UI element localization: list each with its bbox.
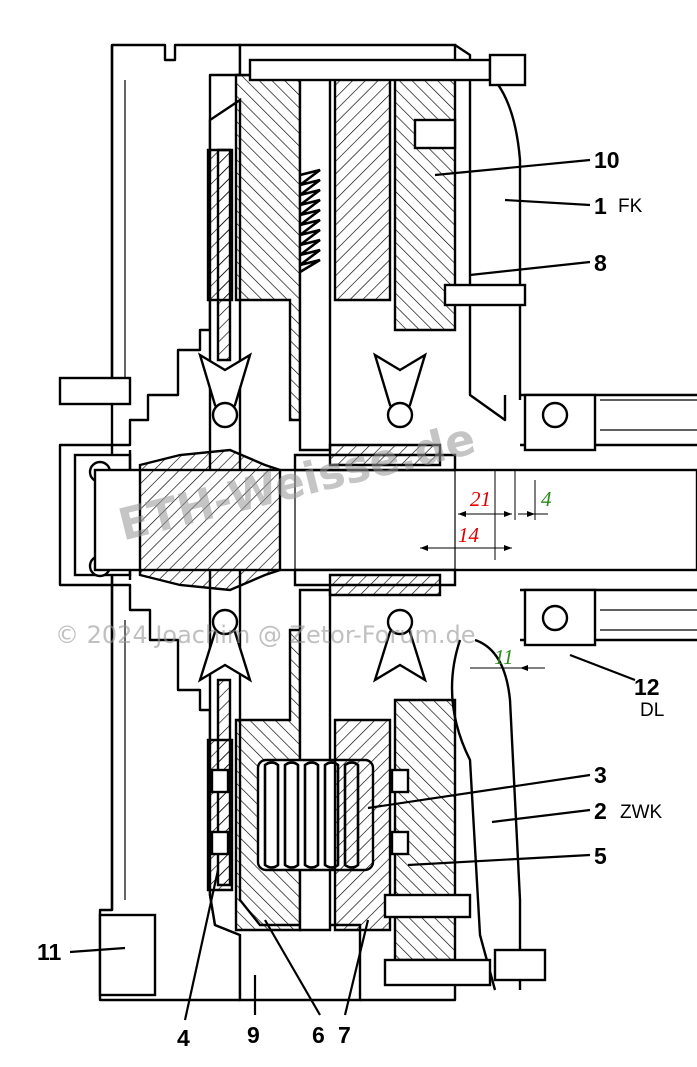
callout-5: 5 xyxy=(594,843,607,869)
callout-11: 11 xyxy=(37,939,62,965)
callout-10: 10 xyxy=(594,147,620,173)
dimension-lines xyxy=(420,465,548,671)
callout-9: 9 xyxy=(247,1022,260,1048)
callout-leaders xyxy=(69,158,636,1021)
release-bearing xyxy=(520,393,697,647)
callout-8: 8 xyxy=(594,250,607,276)
callout-1-suffix: FK xyxy=(618,196,643,217)
callout-12: 12 xyxy=(634,674,660,700)
dimension-21: 21 xyxy=(470,487,491,511)
dimension-4: 4 xyxy=(541,487,552,511)
dimension-14: 14 xyxy=(458,523,479,547)
callout-3: 3 xyxy=(594,762,607,788)
callout-12-suffix: DL xyxy=(640,700,665,721)
callout-4: 4 xyxy=(177,1025,190,1051)
clutch-disc-front xyxy=(197,148,253,887)
clutch-cover xyxy=(238,43,547,1002)
copyright-text: © 2024 Joachim @ Zetor-Forum.de xyxy=(55,621,476,649)
dimension-11: 11 xyxy=(494,645,514,669)
callout-6: 6 xyxy=(312,1022,325,1048)
callout-7: 7 xyxy=(338,1022,351,1048)
callout-2-suffix: ZWK xyxy=(620,802,663,823)
callout-2: 2 xyxy=(594,798,607,824)
callout-1: 1 xyxy=(594,193,607,219)
